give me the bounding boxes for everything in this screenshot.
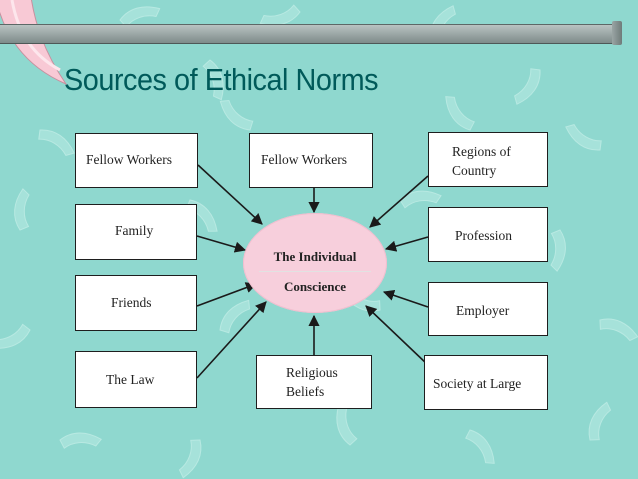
arrow-regions <box>369 175 429 228</box>
center-node-line1: The Individual <box>273 249 357 264</box>
source-node-family: Family <box>75 204 197 260</box>
source-node-label: Religious Beliefs <box>286 365 338 399</box>
header-bar <box>0 24 616 44</box>
source-node-label: Regions of Country <box>452 144 511 178</box>
arrow-fellow-workers-left <box>197 164 263 225</box>
source-node-fellow-workers-top: Fellow Workers <box>249 133 373 188</box>
header-bar-cap <box>612 21 622 45</box>
source-node-fellow-workers-left: Fellow Workers <box>75 133 198 188</box>
source-node-friends: Friends <box>75 275 197 331</box>
source-node-employer: Employer <box>428 282 548 336</box>
source-node-regions-of-country: Regions of Country <box>428 132 548 187</box>
arrow-the-law <box>196 301 267 379</box>
center-node-individual-conscience: The Individual Conscience <box>243 213 387 313</box>
slide-title: Sources of Ethical Norms <box>64 62 379 97</box>
arrow-family <box>196 235 247 253</box>
source-node-the-law: The Law <box>75 351 197 408</box>
source-node-label: Profession <box>455 228 512 243</box>
source-node-label: Family <box>115 223 154 238</box>
source-node-label: Friends <box>111 295 152 310</box>
center-node-divider <box>259 271 371 272</box>
source-node-society-at-large: Society at Large <box>424 355 548 410</box>
arrow-friends <box>196 282 258 307</box>
source-node-label: Fellow Workers <box>261 152 348 167</box>
source-node-profession: Profession <box>428 207 548 262</box>
arrow-employer <box>382 289 429 308</box>
arrow-society <box>365 305 429 366</box>
source-node-label: The Law <box>106 372 155 387</box>
source-node-religious-beliefs: Religious Beliefs <box>256 355 372 409</box>
source-node-label: Employer <box>456 303 510 318</box>
center-node-line2: Conscience <box>283 279 347 294</box>
arrow-profession <box>384 236 429 252</box>
source-node-label: Society at Large <box>433 376 522 391</box>
source-node-label: Fellow Workers <box>86 152 173 167</box>
